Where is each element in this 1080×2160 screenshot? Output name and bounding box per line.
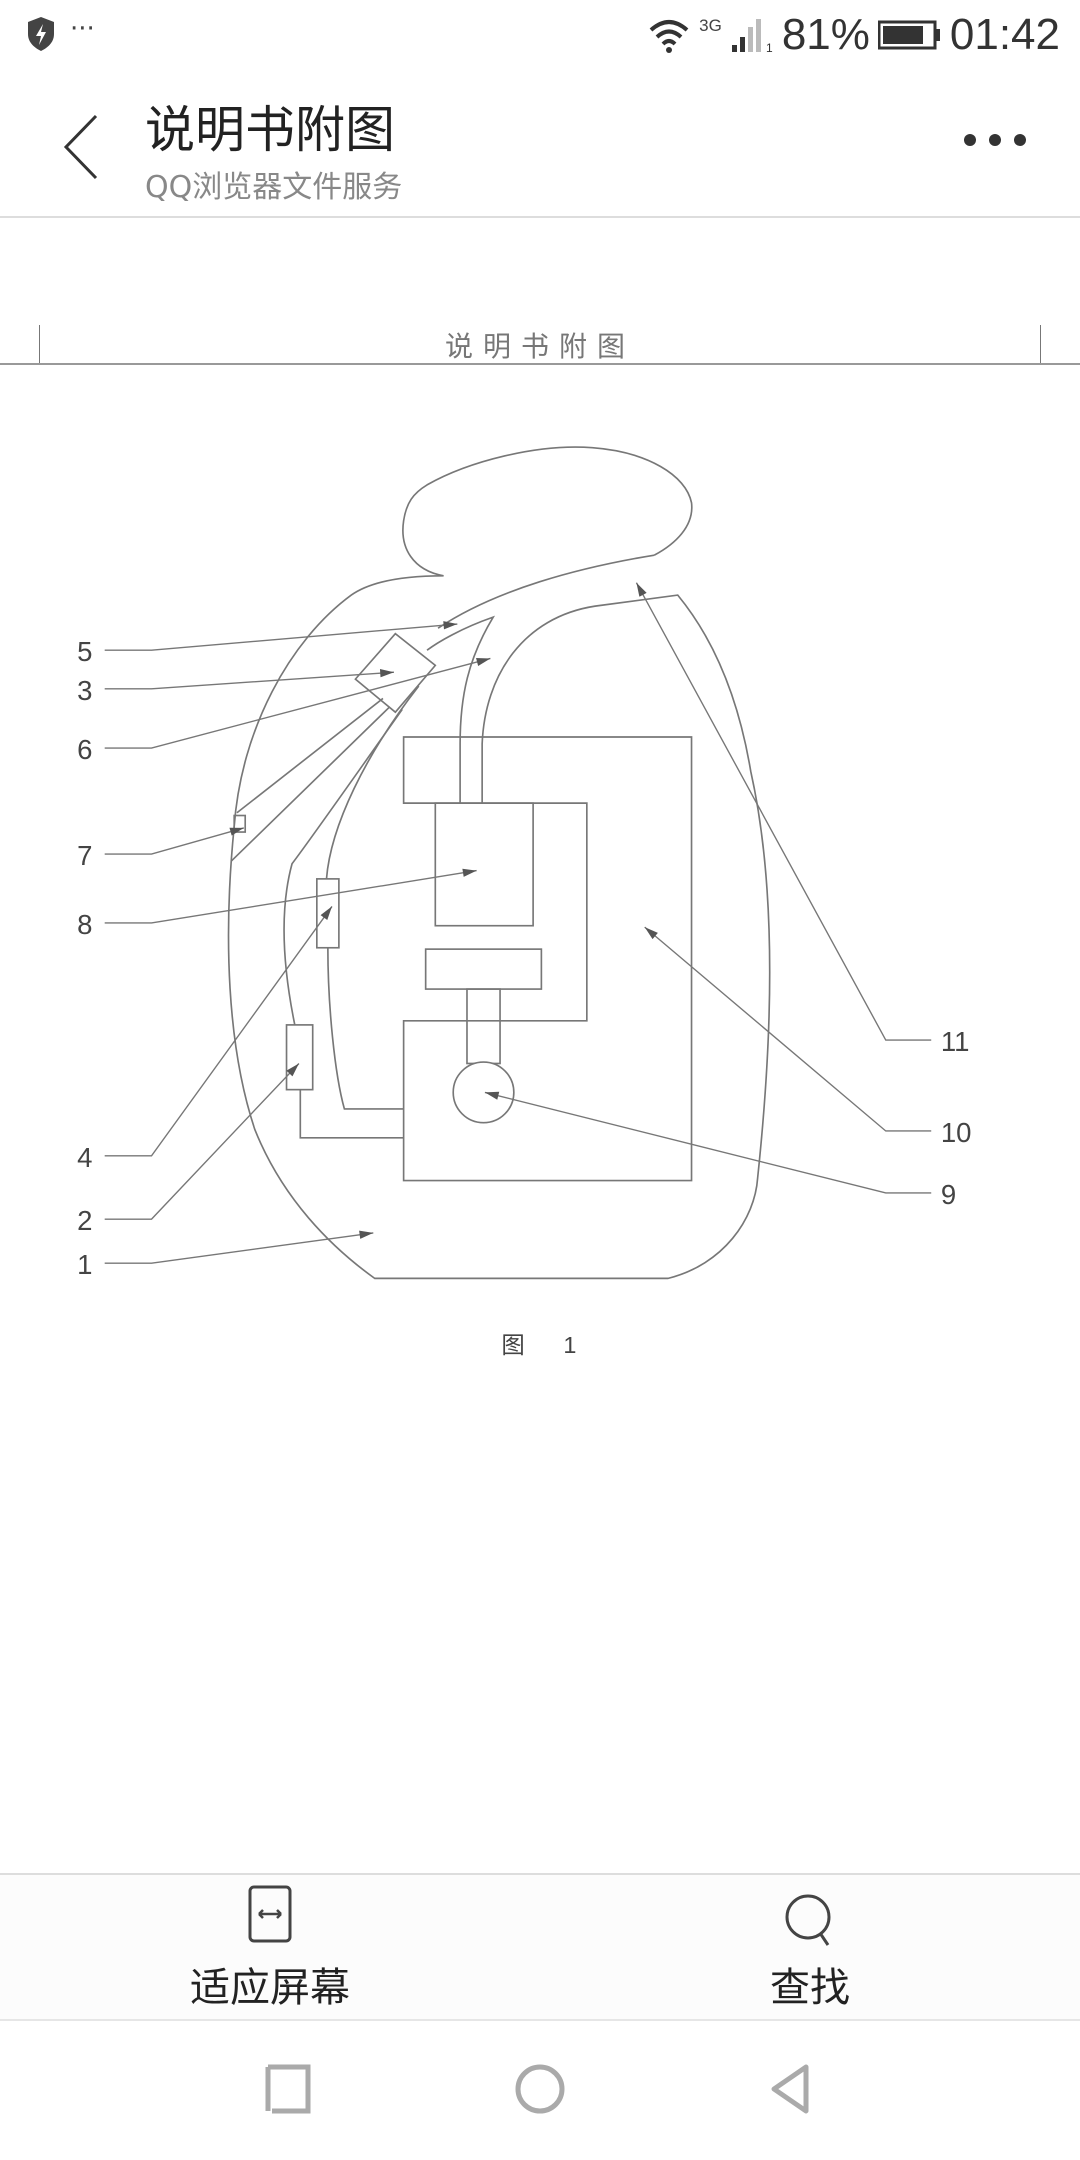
leader-2 xyxy=(104,1062,300,1220)
home-circle-icon xyxy=(515,2064,565,2114)
fit-screen-label: 适应屏幕 xyxy=(190,1965,350,2011)
label-10: 10 xyxy=(941,1117,972,1148)
wifi-icon xyxy=(649,20,689,53)
tube xyxy=(426,615,496,804)
leader-11 xyxy=(635,582,932,1041)
recents-button[interactable] xyxy=(258,2059,318,2119)
label-3: 3 xyxy=(77,675,92,706)
find-button[interactable]: 查找 xyxy=(660,1885,960,2011)
network-type: 3G xyxy=(699,16,722,35)
status-bar: ··· 3G 1 81% 01:42 xyxy=(0,0,1080,72)
battery-percent: 81% xyxy=(781,10,870,59)
label-2: 2 xyxy=(77,1205,92,1236)
document-page-header: 说明书附图 xyxy=(0,325,1080,365)
back-triangle-icon xyxy=(771,2064,809,2114)
head-outline xyxy=(402,446,693,577)
more-options-button[interactable] xyxy=(964,134,1026,146)
clock: 01:42 xyxy=(949,10,1060,59)
fit-screen-icon xyxy=(248,1885,292,1943)
search-icon xyxy=(785,1894,831,1946)
label-5: 5 xyxy=(77,636,92,667)
label-11: 11 xyxy=(941,1026,970,1057)
label-1: 1 xyxy=(77,1249,92,1280)
part-2 xyxy=(285,1024,314,1091)
battery-icon xyxy=(877,20,940,50)
part-4 xyxy=(316,878,340,949)
leader-7 xyxy=(104,827,245,855)
fit-screen-button[interactable]: 适应屏幕 xyxy=(120,1885,420,2011)
security-shield-icon xyxy=(28,17,54,51)
label-7: 7 xyxy=(77,840,92,871)
system-nav-bar xyxy=(0,2019,1080,2160)
figure-caption-prefix: 图 xyxy=(501,1332,524,1358)
chevron-left-icon xyxy=(63,114,98,180)
back-button[interactable] xyxy=(60,112,104,182)
home-button[interactable] xyxy=(510,2059,570,2119)
leader-9 xyxy=(484,1091,932,1194)
body-outline xyxy=(227,574,771,1280)
shoulder-line xyxy=(437,554,655,629)
page-subtitle: QQ浏览器文件服务 xyxy=(145,170,403,205)
page-title: 说明书附图 xyxy=(145,101,395,159)
sensor-diamond xyxy=(354,632,437,714)
part-9-circle xyxy=(452,1061,515,1124)
leader-3 xyxy=(104,669,395,690)
label-9: 9 xyxy=(941,1179,956,1210)
part-8-box xyxy=(434,802,534,927)
label-8: 8 xyxy=(77,909,92,940)
leader-6 xyxy=(104,657,491,749)
figure-caption-number: 1 xyxy=(563,1332,576,1358)
label-4: 4 xyxy=(77,1142,92,1173)
signal-icon: 1 xyxy=(731,19,773,53)
app-header: 说明书附图 QQ浏览器文件服务 xyxy=(0,72,1080,218)
label-6: 6 xyxy=(77,734,92,765)
leader-8 xyxy=(104,868,477,924)
document-header-text: 说明书附图 xyxy=(444,330,635,363)
leader-10 xyxy=(644,926,932,1132)
find-label: 查找 xyxy=(770,1965,850,2011)
notification-more: ··· xyxy=(70,14,95,44)
sim-slot: 1 xyxy=(766,41,773,53)
recents-square-icon xyxy=(265,2064,311,2114)
bottom-toolbar: 适应屏幕 查找 xyxy=(0,1873,1080,2021)
leader-4 xyxy=(104,906,333,1157)
leader-5 xyxy=(104,621,458,651)
back-nav-button[interactable] xyxy=(762,2059,822,2119)
leader-1 xyxy=(104,1230,374,1264)
